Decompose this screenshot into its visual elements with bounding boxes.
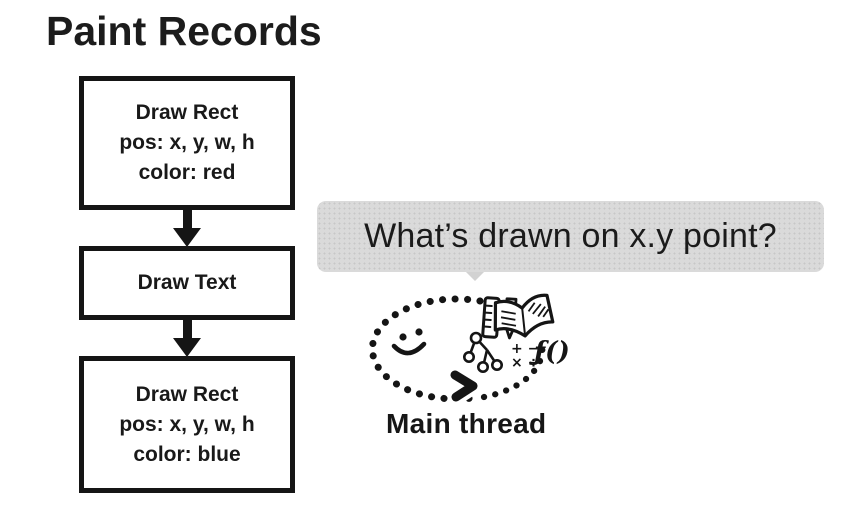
box-line: Draw Rect — [135, 101, 239, 124]
box-line: color: blue — [133, 442, 241, 466]
dotted-loop-icon — [368, 295, 546, 403]
math-symbols-row2: × ÷ — [511, 355, 539, 371]
arrow-shaft — [182, 209, 192, 228]
arrow-head — [173, 228, 201, 247]
node-tree-icon — [463, 331, 504, 374]
flow-arrow-down-icon — [79, 319, 295, 357]
arrow-head — [173, 338, 201, 357]
box-line: Draw Text — [137, 271, 237, 294]
box-line: pos: x, y, w, h — [119, 131, 255, 154]
flow-box-draw-text: Draw Text — [79, 246, 295, 320]
function-notation-text: ƒ() — [529, 337, 570, 367]
speech-bubble: What’s drawn on x.y point? — [317, 201, 824, 281]
math-symbols-row1: + − — [511, 341, 539, 357]
loop-arrow-icon — [446, 366, 482, 406]
main-thread-doodle: + − × ÷ ƒ() — [368, 293, 570, 406]
page-title: Paint Records — [46, 8, 322, 54]
flow-box-draw-rect-blue: Draw Rect pos: x, y, w, h color: blue — [79, 356, 295, 493]
flow-arrow-down-icon — [79, 209, 295, 247]
open-book-icon — [493, 293, 555, 338]
smiley-face-icon — [391, 328, 427, 356]
arrow-shaft — [182, 319, 192, 338]
flow-box-draw-rect-red: Draw Rect pos: x, y, w, h color: red — [79, 76, 295, 210]
speech-bubble-text: What’s drawn on x.y point? — [364, 217, 777, 255]
box-line: Draw Rect — [135, 382, 239, 406]
box-line: color: red — [138, 161, 236, 184]
box-line: pos: x, y, w, h — [119, 412, 255, 436]
main-thread-label: Main thread — [386, 408, 547, 439]
speech-bubble-tail-icon — [466, 272, 484, 281]
